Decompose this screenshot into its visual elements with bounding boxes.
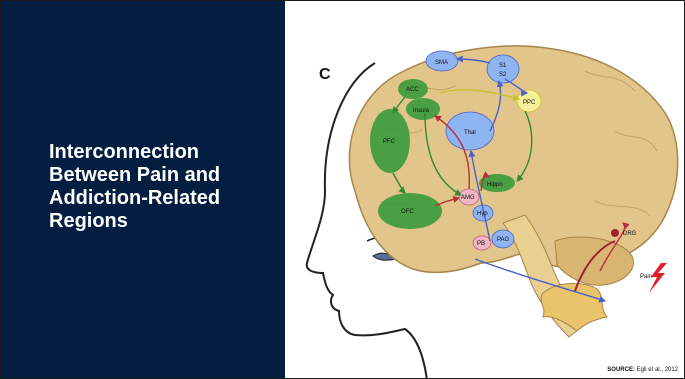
title-panel: Interconnection Between Pain and Addicti… <box>1 1 285 378</box>
label-drg: DRG <box>623 231 637 237</box>
label-pain: Pain <box>640 274 652 280</box>
label-acc: ACC <box>406 87 419 93</box>
label-thal: Thal <box>464 130 476 136</box>
label-pb: PB <box>477 241 485 247</box>
brain-figure: C SMA S1 S2 ACC Insula PPC Thal PFC Hipp… <box>285 1 685 379</box>
source-label: SOURCE: <box>607 367 635 373</box>
label-hyp: Hyp <box>477 211 488 217</box>
label-amg: AMG <box>461 195 475 201</box>
source-citation: SOURCE: Egli et al., 2012 <box>607 367 678 373</box>
label-ppc: PPC <box>523 100 536 106</box>
source-text: Egli et al., 2012 <box>637 367 678 373</box>
label-pag: PAG <box>497 237 510 243</box>
spinal-segment <box>541 283 607 331</box>
label-sma: SMA <box>435 60 448 66</box>
label-s1: S1 <box>499 63 507 69</box>
label-pfc: PFC <box>383 139 396 145</box>
slide-title: Interconnection Between Pain and Addicti… <box>49 141 274 233</box>
s1-s2-region <box>487 55 519 83</box>
drg-ganglion <box>611 229 619 237</box>
brain-diagram: C SMA S1 S2 ACC Insula PPC Thal PFC Hipp… <box>285 1 685 379</box>
label-s2: S2 <box>499 72 507 78</box>
label-ofc: OFC <box>401 209 414 215</box>
label-insula: Insula <box>413 108 430 114</box>
label-hippo: Hippo <box>487 182 503 188</box>
panel-letter: C <box>319 66 331 83</box>
